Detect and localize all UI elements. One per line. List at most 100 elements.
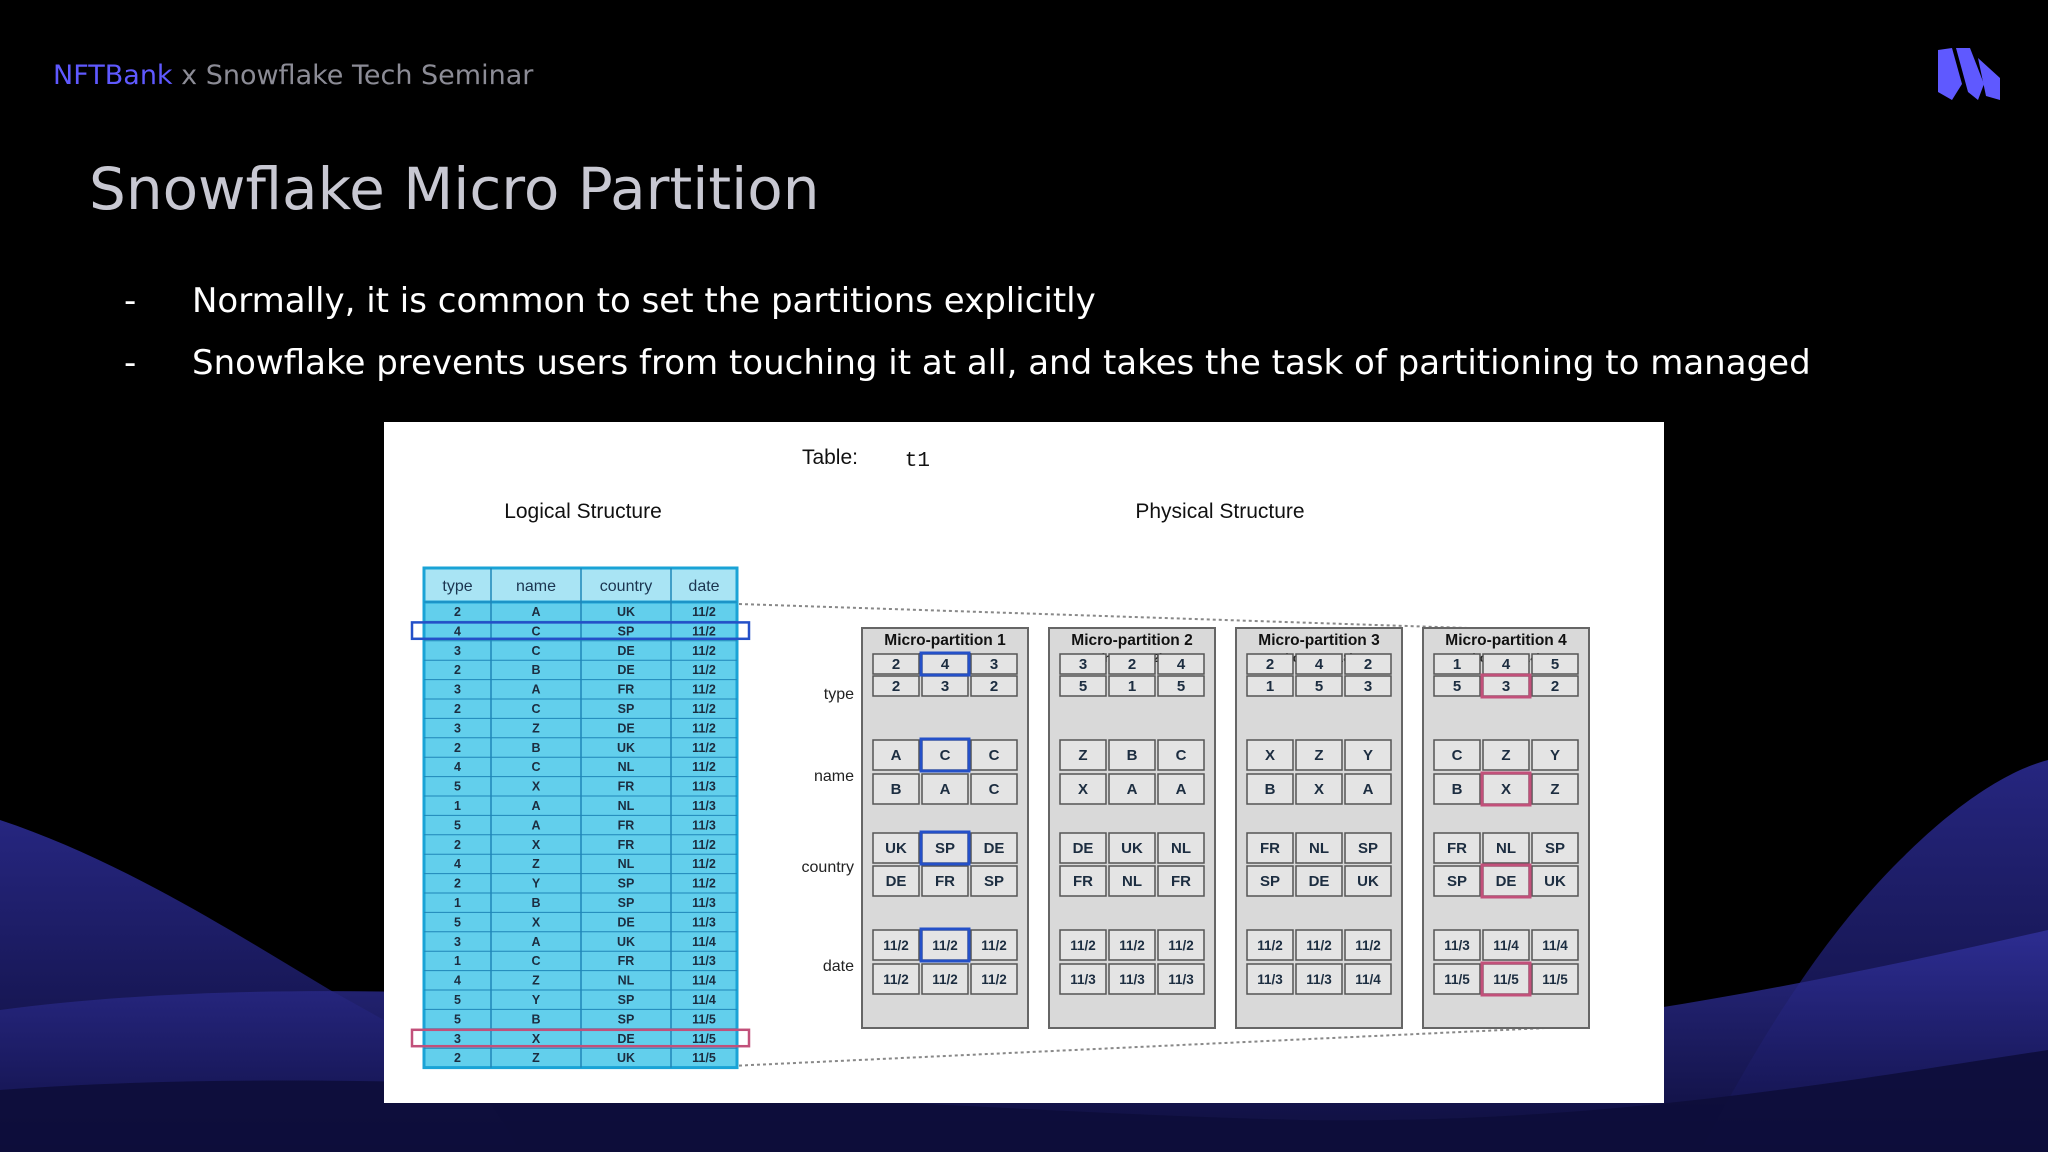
partition-cell — [1482, 929, 1530, 961]
partition-cell — [1433, 963, 1481, 995]
partition-cell-value: DE — [1496, 873, 1517, 890]
table-cell: 3 — [454, 935, 461, 949]
partition-cell-value: 2 — [990, 678, 998, 695]
partition-cell — [1344, 929, 1392, 961]
table-cell: 11/4 — [692, 974, 716, 988]
partition-cell-value: 11/2 — [981, 938, 1007, 953]
partition-cell — [1295, 739, 1343, 771]
partition-cell-value: 2 — [1551, 678, 1559, 695]
partition-cell — [1108, 963, 1156, 995]
table-column-header: name — [516, 578, 556, 595]
partition-cell-value: 1 — [1453, 656, 1461, 673]
partition-cell-value: 2 — [1266, 656, 1274, 673]
partition-cell-value: 11/4 — [1542, 938, 1568, 953]
partition-cell — [1531, 773, 1579, 805]
partition-cell-value: C — [940, 747, 951, 764]
highlighted-cell-outline — [1480, 673, 1532, 699]
micro-partition-title: Micro-partition 2 — [1071, 632, 1192, 649]
table-cell: 11/2 — [692, 663, 716, 677]
partition-cell-value: 11/2 — [932, 972, 958, 987]
micro-partition-title: Micro-partition 4 — [1445, 632, 1567, 649]
table-cell: 4 — [454, 857, 461, 871]
partition-cell-value: 5 — [1177, 678, 1185, 695]
partition-cell-value: 4 — [1502, 656, 1511, 673]
partition-cell-value: NL — [1171, 840, 1191, 857]
partition-cell — [1531, 963, 1579, 995]
partition-cell-value: 11/4 — [1355, 972, 1381, 987]
partition-cell — [970, 865, 1018, 897]
table-cell: Y — [532, 877, 541, 891]
partition-cell — [1246, 865, 1294, 897]
partition-cell — [1246, 963, 1294, 995]
partition-cell-value: Z — [1314, 747, 1323, 764]
partition-cell-value: Y — [1363, 747, 1373, 764]
partition-cell-value: A — [1363, 781, 1374, 798]
partition-cell — [970, 675, 1018, 697]
partition-cell-value: 11/2 — [1257, 938, 1283, 953]
table-cell: DE — [617, 1032, 634, 1046]
partition-cell — [1295, 653, 1343, 675]
partition-cell — [1108, 865, 1156, 897]
partition-cell — [872, 963, 920, 995]
attribute-label: date — [823, 958, 854, 975]
partition-cell-value: X — [1265, 747, 1275, 764]
partition-cell — [1157, 653, 1205, 675]
partition-cell-value: 11/3 — [1444, 938, 1470, 953]
partition-cell-value: 11/2 — [883, 972, 909, 987]
partition-cell-value: FR — [1073, 873, 1093, 890]
partition-cell — [1433, 865, 1481, 897]
table-cell: DE — [617, 644, 634, 658]
partition-cell — [1157, 963, 1205, 995]
table-cell: FR — [618, 954, 635, 968]
table-cell: 11/2 — [692, 721, 716, 735]
partition-cell — [872, 739, 920, 771]
table-cell: 1 — [454, 799, 461, 813]
table-cell: X — [532, 915, 541, 929]
diagram-canvas: Table: t1 Logical Structure Physical Str… — [410, 446, 1590, 1070]
partition-cell — [1295, 773, 1343, 805]
partition-cell-value: Y — [1550, 747, 1560, 764]
partition-cell-value: 11/5 — [1542, 972, 1568, 987]
table-cell: FR — [618, 818, 635, 832]
table-cell: X — [532, 838, 541, 852]
partition-cell-value: 2 — [1128, 656, 1136, 673]
table-cell: 4 — [454, 760, 461, 774]
partition-cell-value: 11/4 — [1493, 938, 1519, 953]
partition-cell — [1059, 739, 1107, 771]
table-column-header: date — [688, 578, 719, 595]
highlighted-cell-outline — [1480, 961, 1532, 997]
table-cell: 11/5 — [692, 1012, 716, 1026]
table-cell: 5 — [454, 818, 461, 832]
partition-cell — [1246, 929, 1294, 961]
table-cell: Z — [532, 857, 540, 871]
partition-cell-value: NL — [1122, 873, 1142, 890]
partition-cell — [1295, 929, 1343, 961]
table-cell: 11/3 — [692, 799, 716, 813]
table-cell: B — [531, 896, 540, 910]
attribute-label: type — [824, 686, 854, 703]
table-cell: 11/2 — [692, 683, 716, 697]
partition-cell — [1108, 773, 1156, 805]
partition-cell — [1246, 739, 1294, 771]
table-cell: 11/2 — [692, 624, 716, 638]
partition-cell-value: 5 — [1551, 656, 1559, 673]
partition-cell-value: 4 — [941, 656, 950, 673]
partition-cell — [970, 929, 1018, 961]
highlighted-cell-outline — [1480, 771, 1532, 807]
micro-partition-4: Micro-partition 4(rows 19-24)145532CZYBX… — [1422, 627, 1590, 1029]
table-cell: C — [531, 644, 540, 658]
table-cell: SP — [618, 1012, 635, 1026]
table-cell: NL — [618, 799, 635, 813]
partition-cell — [1344, 675, 1392, 697]
partition-cell-value: NL — [1309, 840, 1329, 857]
partition-cell — [921, 865, 969, 897]
partition-cell — [1433, 653, 1481, 675]
micro-partition-3: Micro-partition 3(rows 13-18)242153XZYBX… — [1235, 627, 1403, 1029]
bullet-dash: - — [124, 281, 137, 321]
partition-cell-value: C — [1176, 747, 1187, 764]
partition-cell — [1433, 832, 1481, 864]
partition-cell — [1157, 773, 1205, 805]
micro-partition-title: Micro-partition 3 — [1258, 632, 1380, 649]
table-cell: 5 — [454, 915, 461, 929]
